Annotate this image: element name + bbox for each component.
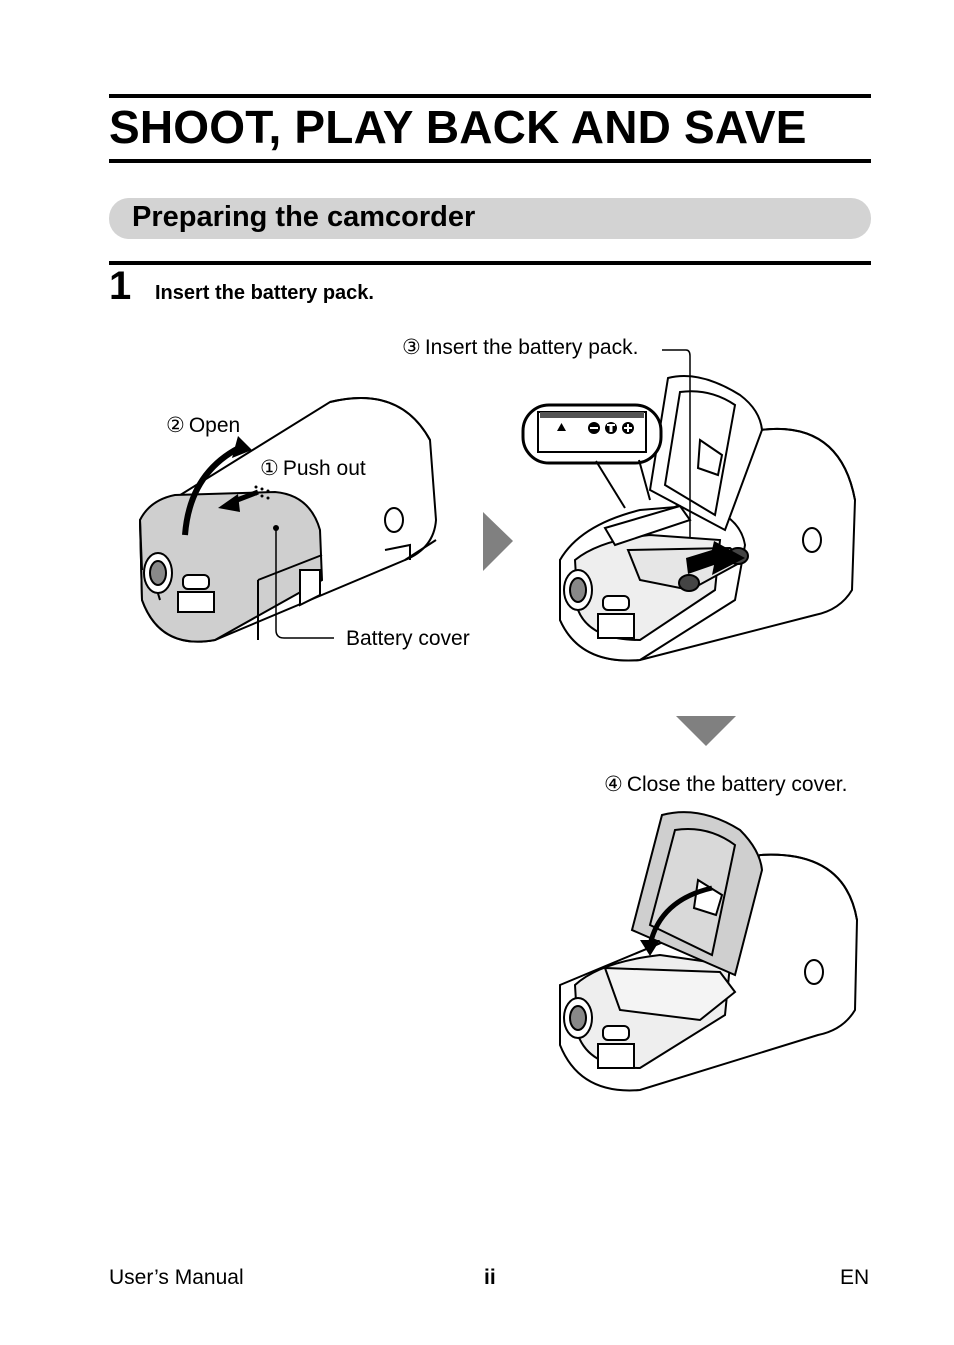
- title-bottom-rule: [109, 159, 871, 163]
- camcorder-open-illustration: [559, 375, 857, 662]
- close-arrow-icon: [647, 885, 713, 946]
- battery-cover-leader: [275, 528, 334, 639]
- camcorder-closing-illustration: [559, 811, 859, 1092]
- insert-leader: [662, 349, 691, 538]
- down-step-arrow-icon: [676, 716, 736, 746]
- next-step-arrow-icon: [483, 512, 513, 571]
- page-title: SHOOT, PLAY BACK AND SAVE: [109, 101, 807, 153]
- push-out-label-text: Push out: [282, 457, 366, 480]
- insert-step-marker: ③: [402, 336, 421, 359]
- insert-label-text: Insert the battery pack.: [424, 336, 639, 359]
- section-heading-bar: [109, 198, 871, 239]
- close-step-marker: ④: [604, 773, 623, 796]
- battery-cover-label-text: Battery cover: [346, 627, 470, 650]
- footer-manual-name: User’s Manual: [109, 1266, 244, 1289]
- push-out-step-marker: ①: [260, 457, 279, 480]
- step-rule: [109, 261, 871, 265]
- footer-language: EN: [840, 1266, 870, 1289]
- open-arrow-icon: [182, 442, 247, 536]
- title-top-rule: [109, 94, 871, 98]
- label-battery-cover: Battery cover: [346, 627, 470, 651]
- step-instruction: Insert the battery pack.: [155, 282, 374, 304]
- open-label-text: Open: [188, 414, 241, 437]
- open-step-marker: ②: [166, 414, 185, 437]
- step-number: 1: [109, 264, 132, 308]
- footer-page-number: ii: [484, 1266, 496, 1289]
- section-title: Preparing the camcorder: [132, 201, 476, 233]
- insert-arrow-icon: [686, 541, 745, 575]
- battery-marking-callout: [521, 403, 663, 509]
- close-label-text: Close the battery cover.: [626, 773, 848, 796]
